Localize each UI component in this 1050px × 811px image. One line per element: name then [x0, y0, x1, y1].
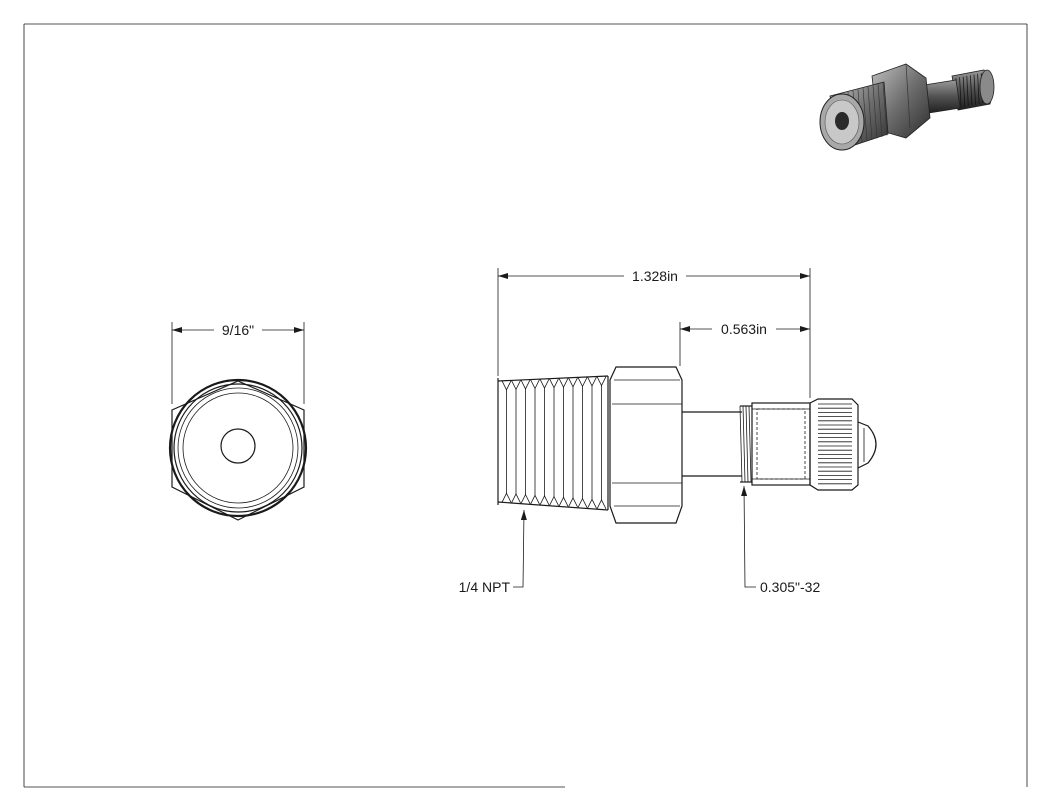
fine-thread-line	[739, 405, 743, 483]
iso-knurl-line	[962, 76, 966, 107]
inner-ring	[182, 392, 294, 504]
iso-knurled-cap	[951, 69, 995, 111]
hex-width-dimension: 9/16"	[222, 322, 254, 338]
overall-length-dimension: 1.328in	[632, 268, 678, 284]
bore-hole	[220, 428, 256, 464]
valve-length-dimension: 0.563in	[721, 321, 767, 337]
valve-thread-callout: 0.305"-32	[760, 579, 820, 595]
iso-knurl-line	[973, 74, 976, 105]
valve-shank	[682, 411, 742, 477]
iso-knurl-line	[977, 73, 980, 104]
end-view: 9/16"	[168, 322, 308, 521]
hex-nut-side	[607, 366, 683, 524]
sheet-border	[23, 23, 1028, 788]
outer-ring-1	[168, 378, 308, 518]
iso-thread-line	[867, 86, 873, 141]
hex-outline	[171, 380, 305, 521]
valve-tip	[857, 421, 877, 469]
iso-thread-line	[872, 85, 878, 139]
valve-cap	[751, 402, 811, 486]
iso-thread-line	[882, 82, 888, 136]
iso-thread-line	[877, 84, 883, 138]
iso-knurl-line	[966, 75, 969, 106]
iso-knurl-line	[970, 75, 973, 106]
npt-thread-callout: 1/4 NPT	[459, 579, 511, 595]
outer-ring-3	[177, 387, 299, 509]
iso-thread-line	[862, 88, 868, 142]
iso-knurl-line	[959, 77, 962, 108]
fine-thread-line	[742, 405, 746, 483]
fine-thread-line	[748, 405, 752, 483]
valve-fine-thread	[739, 405, 752, 483]
npt-thread-body	[497, 375, 609, 511]
side-view: 1.328in 0.563in 1/4 NPT 0.305"-32	[459, 268, 877, 595]
outer-ring-2	[173, 383, 303, 513]
isometric-preview	[819, 63, 995, 151]
iso-bore-hole	[835, 112, 849, 130]
knurled-cap	[809, 398, 859, 491]
fine-thread-line	[745, 405, 749, 483]
